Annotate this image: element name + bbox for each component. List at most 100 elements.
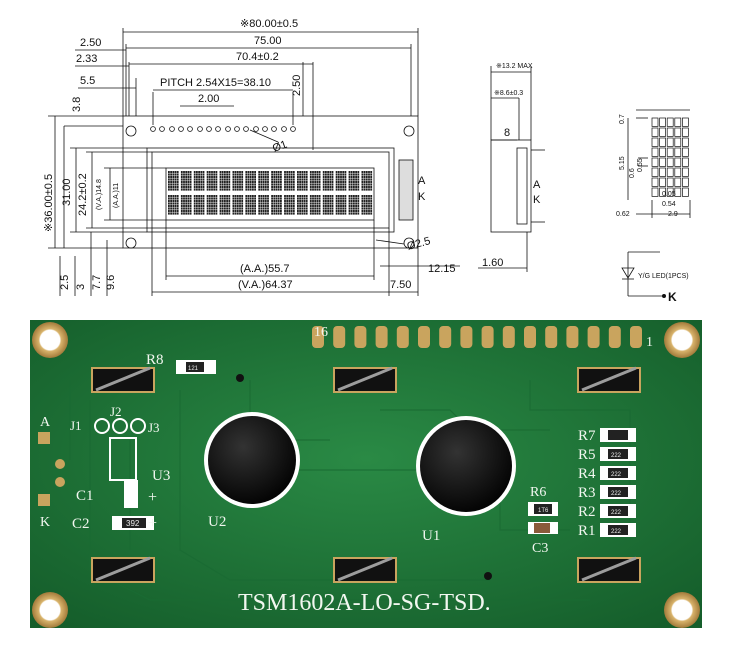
lcd-dot bbox=[284, 186, 286, 189]
lcd-dot bbox=[232, 205, 235, 208]
lcd-dot bbox=[342, 178, 345, 181]
lcd-dot bbox=[211, 207, 213, 210]
lcd-dot bbox=[215, 183, 218, 186]
lcd-dot bbox=[368, 212, 370, 215]
lcd-dot bbox=[221, 212, 224, 215]
lcd-dot bbox=[280, 212, 282, 215]
lcd-dot bbox=[325, 178, 327, 181]
lcd-dot bbox=[329, 207, 332, 210]
lcd-dot bbox=[331, 207, 334, 210]
lcd-dot bbox=[303, 207, 306, 210]
backlight-connector bbox=[398, 159, 414, 221]
char-cell-dot bbox=[674, 157, 682, 167]
lcd-dot bbox=[258, 178, 261, 181]
lcd-dot bbox=[206, 210, 209, 213]
lcd-dot bbox=[318, 188, 321, 191]
lcd-dot bbox=[264, 171, 267, 174]
lcd-dot bbox=[213, 200, 216, 203]
lcd-dot bbox=[355, 178, 357, 181]
lcd-dot bbox=[189, 195, 192, 198]
lcd-dot bbox=[219, 181, 222, 184]
lcd-dot bbox=[370, 173, 373, 176]
lcd-dot bbox=[303, 212, 306, 215]
lcd-dot bbox=[340, 178, 342, 181]
lcd-dot bbox=[299, 207, 301, 210]
lcd-dot bbox=[325, 183, 327, 186]
lcd-dot bbox=[325, 171, 327, 174]
lcd-dot bbox=[316, 171, 319, 174]
lcd-dot bbox=[335, 205, 338, 208]
lcd-dot bbox=[314, 181, 317, 184]
lcd-dot bbox=[185, 212, 188, 215]
lcd-dot bbox=[273, 212, 276, 215]
char-cell-dot bbox=[651, 167, 659, 177]
lcd-dot bbox=[226, 212, 228, 215]
lcd-dot bbox=[301, 186, 304, 189]
lcd-dot bbox=[221, 188, 224, 191]
lcd-dot bbox=[331, 197, 334, 200]
lcd-dot bbox=[267, 197, 269, 200]
lcd-dot bbox=[348, 186, 351, 189]
label-r4: R4 bbox=[578, 466, 596, 482]
lcd-dot bbox=[314, 200, 317, 203]
lcd-dot bbox=[280, 210, 282, 213]
char-cell-dot bbox=[651, 117, 659, 127]
lcd-dot bbox=[284, 188, 286, 191]
lcd-dot bbox=[206, 200, 209, 203]
lcd-dot bbox=[370, 210, 373, 213]
lcd-dot bbox=[344, 207, 347, 210]
lcd-dot bbox=[241, 176, 244, 179]
lcd-dot bbox=[241, 200, 244, 203]
lcd-dot bbox=[363, 210, 366, 213]
lcd-dot bbox=[277, 171, 280, 174]
lcd-dot bbox=[297, 178, 299, 181]
lcd-dot bbox=[335, 207, 338, 210]
lcd-dot bbox=[322, 202, 325, 205]
lcd-dot bbox=[174, 197, 177, 200]
char-cell-dot bbox=[651, 187, 659, 197]
lcd-dot bbox=[198, 210, 200, 213]
lcd-dot bbox=[316, 176, 319, 179]
header-pad bbox=[312, 326, 324, 348]
va-outline bbox=[151, 151, 390, 229]
lcd-dot bbox=[226, 183, 228, 186]
lcd-dot bbox=[245, 200, 248, 203]
dim-31: 31.00 bbox=[61, 178, 73, 206]
lcd-dot bbox=[224, 200, 226, 203]
lcd-dot bbox=[232, 173, 235, 176]
lcd-dot bbox=[193, 178, 196, 181]
lcd-dot bbox=[292, 212, 295, 215]
lcd-dot bbox=[189, 171, 192, 174]
lcd-dot bbox=[365, 210, 368, 213]
lcd-dot bbox=[365, 186, 368, 189]
lcd-dot bbox=[215, 200, 218, 203]
lcd-dot bbox=[357, 200, 360, 203]
lcd-dot bbox=[299, 171, 301, 174]
lcd-dot bbox=[353, 178, 355, 181]
lcd-dot bbox=[301, 205, 304, 208]
lcd-dot bbox=[249, 197, 252, 200]
lcd-dot bbox=[344, 176, 347, 179]
lcd-dot bbox=[318, 205, 321, 208]
lcd-dot bbox=[368, 202, 370, 205]
lcd-dot bbox=[168, 205, 170, 208]
lcd-dot bbox=[288, 207, 291, 210]
lcd-dot bbox=[234, 210, 237, 213]
lcd-dot bbox=[275, 178, 278, 181]
lcd-dot bbox=[170, 212, 172, 215]
lcd-dot bbox=[301, 188, 304, 191]
lcd-dot bbox=[239, 195, 241, 198]
lcd-dot bbox=[228, 188, 231, 191]
lcd-dot bbox=[249, 171, 252, 174]
lcd-dot bbox=[363, 205, 366, 208]
lcd-dot bbox=[252, 178, 254, 181]
label-u2: U2 bbox=[208, 514, 226, 530]
lcd-dot bbox=[174, 202, 177, 205]
lcd-dot bbox=[303, 195, 306, 198]
lcd-dot bbox=[241, 197, 244, 200]
lcd-dot bbox=[331, 188, 334, 191]
lcd-dot bbox=[189, 212, 192, 215]
lcd-dot bbox=[200, 205, 203, 208]
lcd-dot bbox=[335, 197, 338, 200]
resistor-chip bbox=[608, 468, 628, 478]
